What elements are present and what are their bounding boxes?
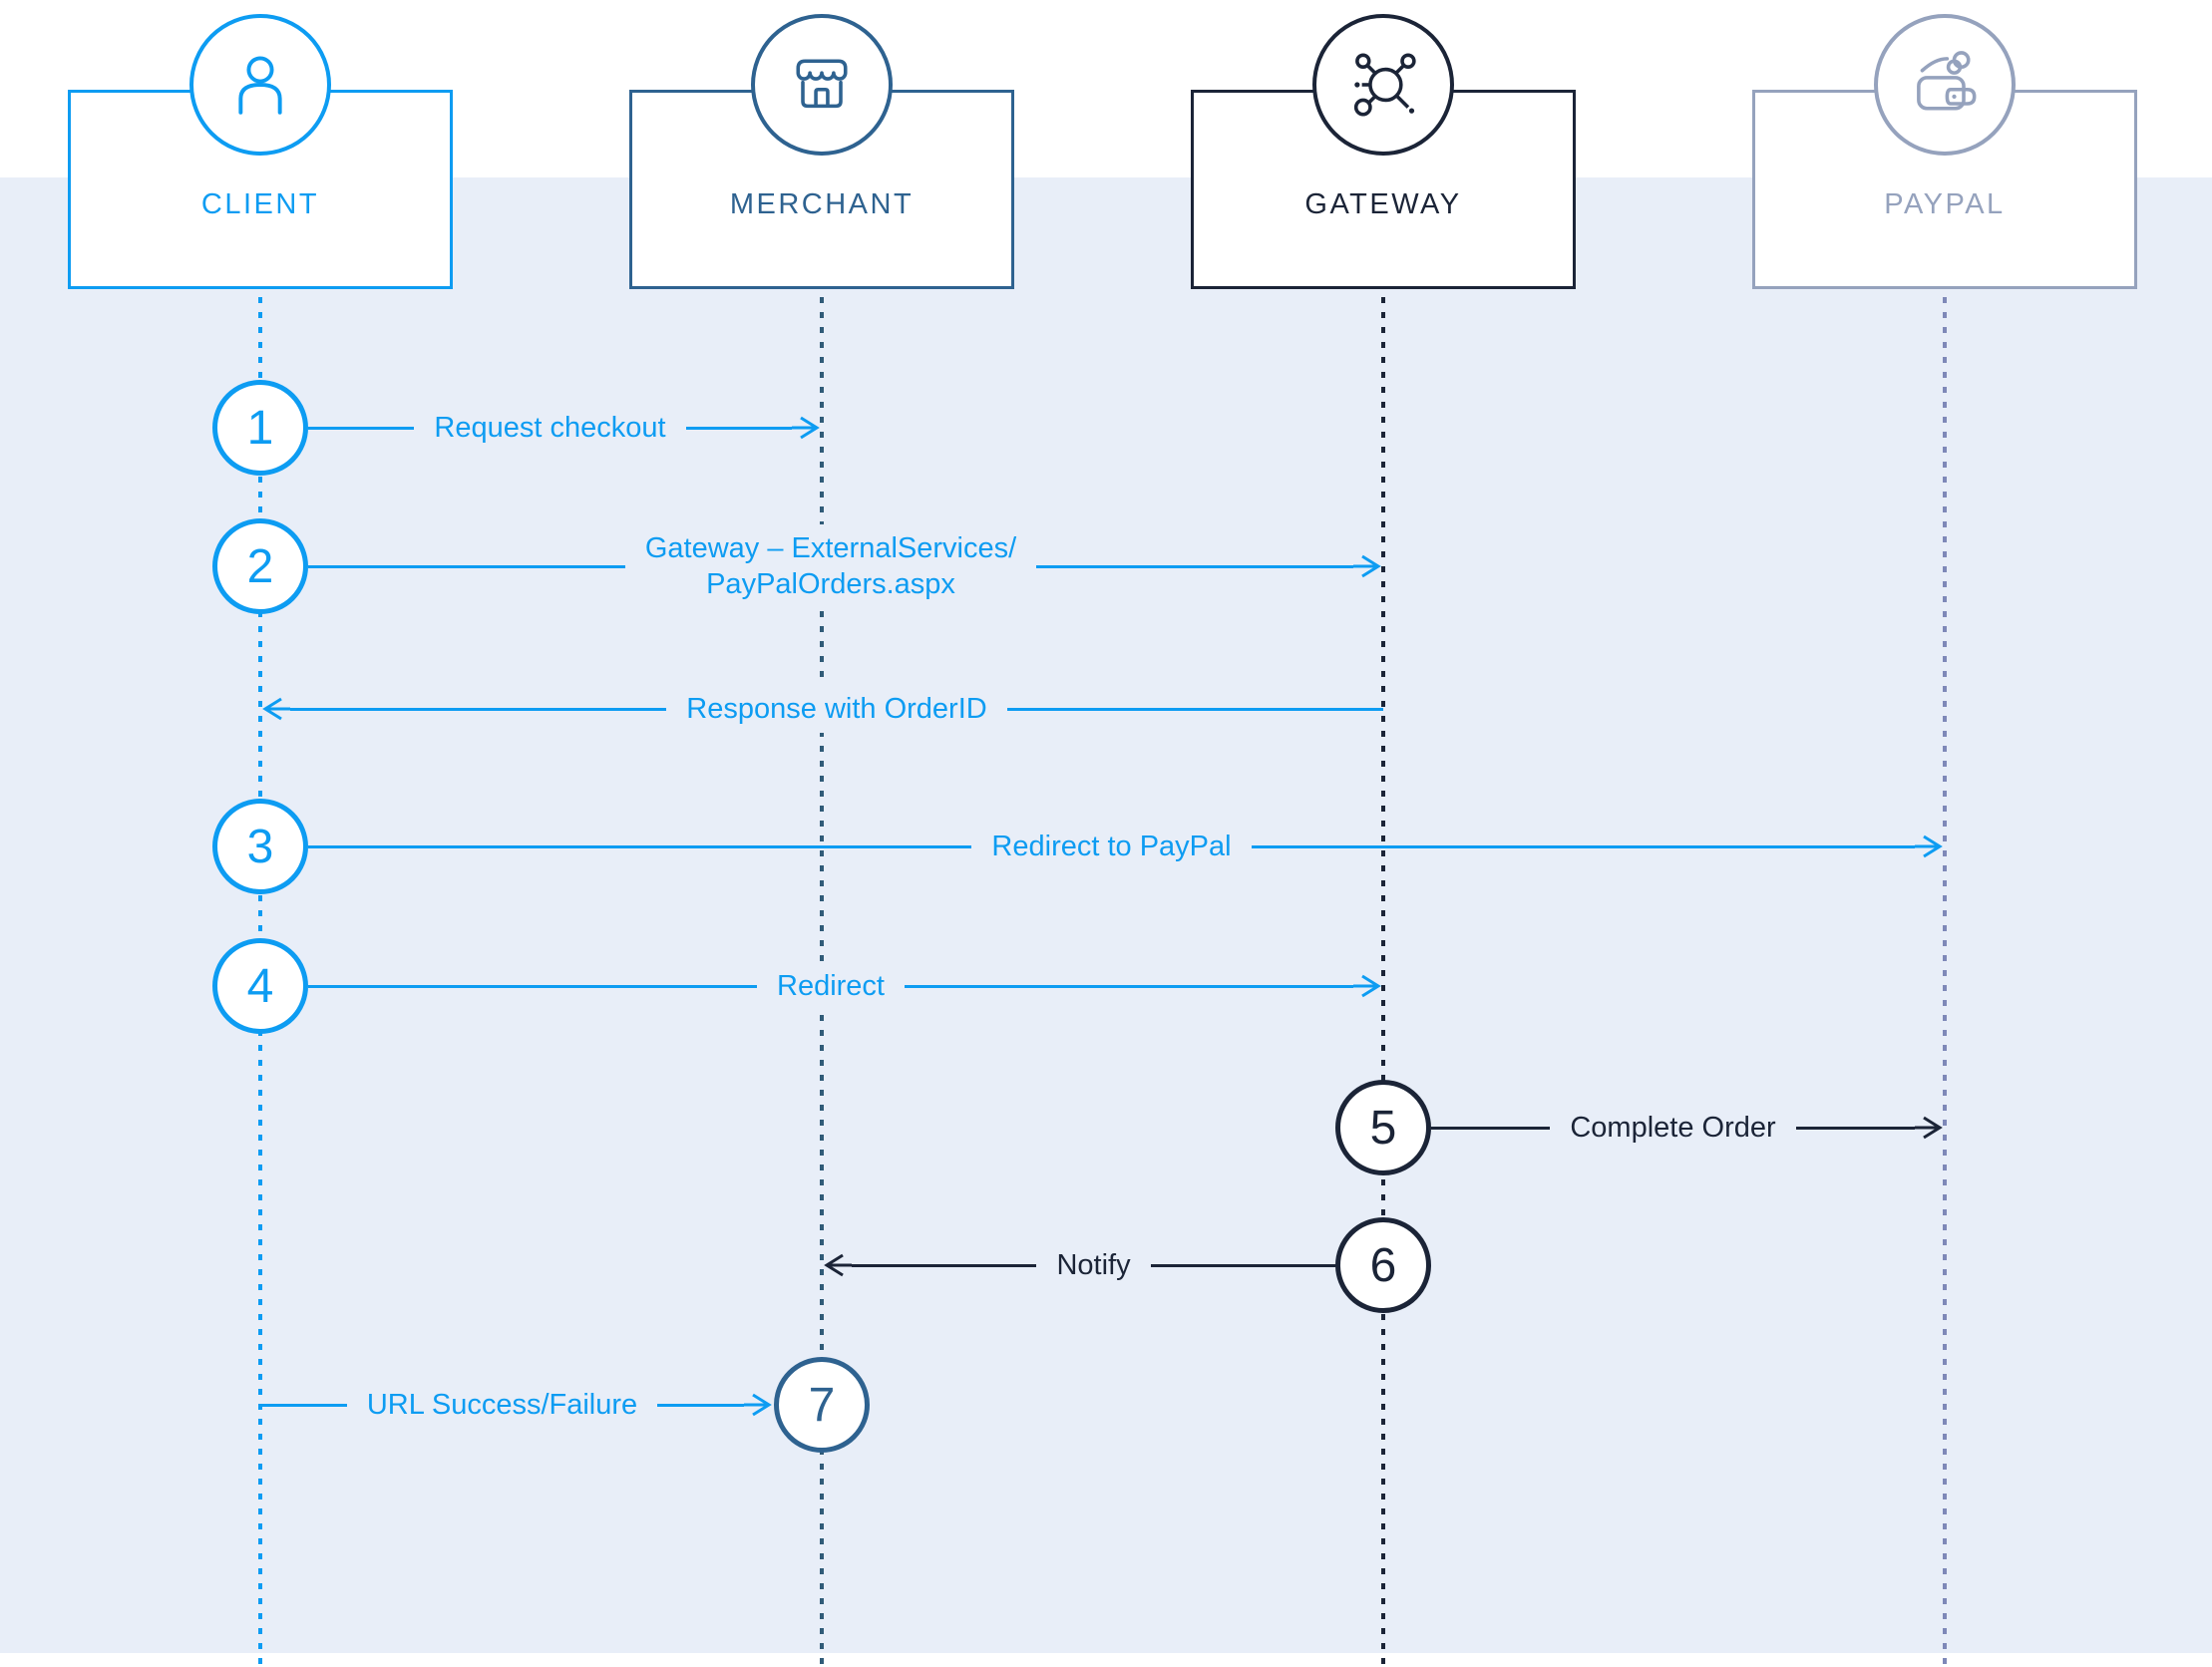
message-line [260,1403,347,1407]
step-number: 2 [246,539,274,593]
message-label: Redirect to PayPal [971,823,1252,870]
step-number: 1 [246,401,274,455]
gateway-lifeline [1381,297,1385,1667]
message-line [1036,564,1354,568]
step-badge-3: 3 [212,799,308,894]
actor-label: GATEWAY [1304,188,1462,220]
step-badge-4: 4 [212,938,308,1034]
message-line [290,707,667,711]
message-line [308,984,757,988]
message-row-complete-order: 5 Complete Order [1335,1080,1945,1175]
step-number: 4 [246,959,274,1013]
step-badge-7: 7 [774,1357,871,1453]
arrowhead-left-icon [824,1253,852,1277]
storefront-icon [796,59,848,109]
message-row-response-orderid: Response with OrderID [260,661,1383,757]
step-badge-5: 5 [1335,1080,1431,1175]
client-avatar [189,14,331,156]
merchant-avatar [751,14,893,156]
message-line [308,426,415,430]
message-line [308,564,625,568]
arrowhead-right-icon [744,1393,772,1417]
arrowhead-left-icon [262,697,290,721]
message-label: Notify [1036,1241,1151,1289]
step-number: 3 [246,820,274,873]
message-row-notify: Notify 6 [822,1217,1432,1313]
message-label-line-2: PayPalOrders.aspx [706,568,955,600]
step-badge-1: 1 [212,380,308,476]
message-line [1150,1263,1336,1267]
message-line [1431,1126,1551,1130]
arrowhead-right-icon [1353,974,1381,998]
message-label: Request checkout [414,404,686,452]
paypal-lifeline [1943,297,1947,1667]
step-badge-6: 6 [1335,1217,1432,1313]
message-label: Complete Order [1550,1104,1796,1152]
step-number: 5 [1369,1101,1397,1155]
step-number: 7 [808,1378,836,1432]
actor-label: CLIENT [200,188,320,220]
message-row-redirect-to-paypal: 3 Redirect to PayPal [212,799,1945,894]
message-row-gateway-externalservices: 2 Gateway – ExternalServices/ PayPalOrde… [212,518,1383,614]
message-line [852,1263,1037,1267]
message-label-line-1: Gateway – ExternalServices/ [644,532,1017,564]
message-label: URL Success/Failure [346,1381,658,1429]
message-line [905,984,1353,988]
message-line [657,1403,745,1407]
message-line [685,426,792,430]
message-line [1795,1126,1915,1130]
message-row-redirect: 4 Redirect [212,938,1383,1034]
message-line [308,844,972,848]
arrowhead-right-icon [1915,1116,1943,1140]
step-number: 6 [1369,1238,1397,1292]
message-label: Redirect [757,962,905,1010]
step-badge-2: 2 [212,518,308,614]
arrowhead-right-icon [792,416,820,440]
message-row-request-checkout: 1 Request checkout [212,380,822,476]
actor-label: PAYPAL [1884,188,2006,220]
paypal-avatar [1874,14,2016,156]
message-line [1006,707,1383,711]
person-icon [238,56,282,115]
arrowhead-right-icon [1915,834,1943,858]
message-label: Gateway – ExternalServices/ PayPalOrders… [624,524,1037,608]
message-row-url-success-failure: URL Success/Failure 7 [260,1357,871,1453]
gateway-avatar [1312,14,1454,156]
arrowhead-right-icon [1353,554,1381,578]
message-line [1251,844,1916,848]
network-hub-icon [1353,53,1416,117]
wallet-icon [1917,51,1977,111]
message-label: Response with OrderID [666,685,1007,733]
actor-label: MERCHANT [729,188,915,220]
